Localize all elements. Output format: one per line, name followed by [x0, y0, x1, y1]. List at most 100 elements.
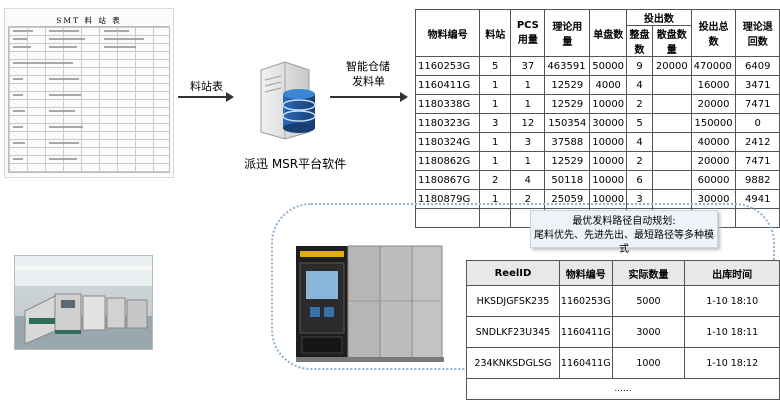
smt-station-table-document: SMT 料 站 表: [4, 8, 174, 178]
table-row: 1160411G 1 1 12529 4000 4 16000 3471: [414, 75, 780, 95]
table-ellipsis: ......: [466, 378, 780, 400]
cell-issue-total: 60000: [690, 170, 737, 190]
reel-outbound-table: ReelID 物料编号 实际数量 出库时间 HKSDJGFSK235 11602…: [466, 260, 780, 400]
cell-reel-id: HKSDJGFSK235: [466, 285, 560, 317]
table-row: 1160253G 5 37 463591 50000 9 20000 47000…: [414, 56, 780, 76]
cell-station: 1: [479, 132, 512, 152]
cell-out-time: 1-10 18:12: [684, 347, 780, 379]
cell-per-reel: 10000: [589, 132, 628, 152]
cell-material-no: 1160253G: [414, 56, 481, 76]
col-theory-return: 理论退回数: [735, 9, 780, 57]
col-station: 料站: [479, 9, 512, 57]
cell-partial-qty: [651, 151, 692, 171]
cell-theory-usage: 150354: [544, 113, 591, 133]
cell-partial-qty: 20000: [651, 56, 692, 76]
cell-theory-usage: 12529: [544, 151, 591, 171]
cell-station: 3: [479, 113, 512, 133]
cell-station: 5: [479, 56, 512, 76]
cell-theory-usage: 12529: [544, 75, 591, 95]
cell-per-reel: 50000: [589, 56, 628, 76]
cell-reel-material-no: 1160253G: [558, 285, 613, 317]
cell-theory-return: 0: [735, 113, 780, 133]
smt-production-line-photo: [14, 255, 153, 350]
cell-theory-return: 9882: [735, 170, 780, 190]
col-issue-total: 投出总数: [690, 9, 737, 57]
col-material-no: 物料编号: [414, 9, 481, 57]
cell-pcs-usage: 3: [510, 132, 546, 152]
smart-storage-machine: [296, 241, 444, 363]
col-out-time: 出库时间: [684, 260, 780, 286]
station-doc-title: SMT 料 站 表: [56, 16, 122, 25]
cell-per-reel: 4000: [589, 75, 628, 95]
table-row: 234KNKSDGLSG 1160411G 1000 1-10 18:12: [466, 347, 780, 379]
cell-theory-return: 7471: [735, 151, 780, 171]
cell-material-no: 1180338G: [414, 94, 481, 114]
cell-theory-return: 6409: [735, 56, 780, 76]
cell-full-reels: 9: [626, 56, 653, 76]
col-full-reels: 整盘数: [626, 25, 653, 57]
arrow-to-platform-head: [226, 92, 234, 102]
table-row: HKSDJGFSK235 1160253G 5000 1-10 18:10: [466, 285, 780, 317]
cell-partial-qty: [651, 75, 692, 95]
cell-station: 1: [479, 151, 512, 171]
cell-issue-total: 470000: [690, 56, 737, 76]
cell-full-reels: 5: [626, 113, 653, 133]
table-row: ......: [466, 378, 780, 400]
cell-issue-total: 20000: [690, 94, 737, 114]
cell-material-no: 1180867G: [414, 170, 481, 190]
arrow-to-platform-line: [178, 96, 228, 98]
cell-actual-qty: 5000: [611, 285, 686, 317]
cell-reel-material-no: 1160411G: [558, 347, 613, 379]
cell-out-time: 1-10 18:10: [684, 285, 780, 317]
cell-theory-return: 3471: [735, 75, 780, 95]
col-issue-group: 投出数: [626, 9, 692, 26]
table-row: 1180862G 1 1 12529 10000 2 20000 7471: [414, 151, 780, 171]
cell-actual-qty: 1000: [611, 347, 686, 379]
cell-material-no: 1180324G: [414, 132, 481, 152]
cell-partial-qty: [651, 132, 692, 152]
table-row: SNDLKF23U345 1160411G 3000 1-10 18:11: [466, 316, 780, 348]
cell-full-reels: 6: [626, 170, 653, 190]
path-planning-callout: 最优发料路径自动规划: 尾料优先、先进先出、最短路径等多种模式: [530, 210, 718, 255]
cell-station: 1: [479, 75, 512, 95]
callout-line1: 最优发料路径自动规划:: [572, 216, 676, 227]
cell-full-reels: 2: [626, 94, 653, 114]
cell-issue-total: 20000: [690, 151, 737, 171]
cell-partial-qty: [651, 170, 692, 190]
col-theory-usage: 理论用量: [544, 9, 591, 57]
cell-actual-qty: 3000: [611, 316, 686, 348]
cell-full-reels: 4: [626, 75, 653, 95]
cell-issue-total: 150000: [690, 113, 737, 133]
cell-pcs-usage: 4: [510, 170, 546, 190]
cell-pcs-usage: 1: [510, 75, 546, 95]
cell-theory-return: 7471: [735, 94, 780, 114]
col-partial-qty: 散盘数量: [651, 25, 692, 57]
table-row: 1180323G 3 12 150354 30000 5 150000 0: [414, 113, 780, 133]
cell-material-no: 1180323G: [414, 113, 481, 133]
cell-pcs-usage: 12: [510, 113, 546, 133]
station-doc-grid: [8, 26, 170, 173]
cell-theory-usage: 463591: [544, 56, 591, 76]
cell-station: 1: [479, 94, 512, 114]
arrow-to-table-head: [400, 92, 408, 102]
cell-per-reel: 10000: [589, 151, 628, 171]
platform-server-icon: [255, 60, 317, 140]
col-reel-material-no: 物料编号: [558, 260, 613, 286]
cell-reel-material-no: 1160411G: [558, 316, 613, 348]
cell-partial-qty: [651, 113, 692, 133]
cell-theory-usage: 37588: [544, 132, 591, 152]
col-actual-qty: 实际数量: [611, 260, 686, 286]
platform-label: 派迅 MSR平台软件: [244, 157, 347, 171]
col-pcs-usage: PCS用量: [510, 9, 546, 57]
cell-issue-total: 16000: [690, 75, 737, 95]
cell-reel-id: SNDLKF23U345: [466, 316, 560, 348]
cell-full-reels: 4: [626, 132, 653, 152]
cell-theory-return: 2412: [735, 132, 780, 152]
cell-per-reel: 30000: [589, 113, 628, 133]
cell-theory-usage: 50118: [544, 170, 591, 190]
cell-partial-qty: [651, 94, 692, 114]
cell-full-reels: 2: [626, 151, 653, 171]
issue-order-arrow-label-line1: 智能仓储: [346, 60, 390, 73]
cell-pcs-usage: 1: [510, 151, 546, 171]
cell-pcs-usage: 1: [510, 94, 546, 114]
